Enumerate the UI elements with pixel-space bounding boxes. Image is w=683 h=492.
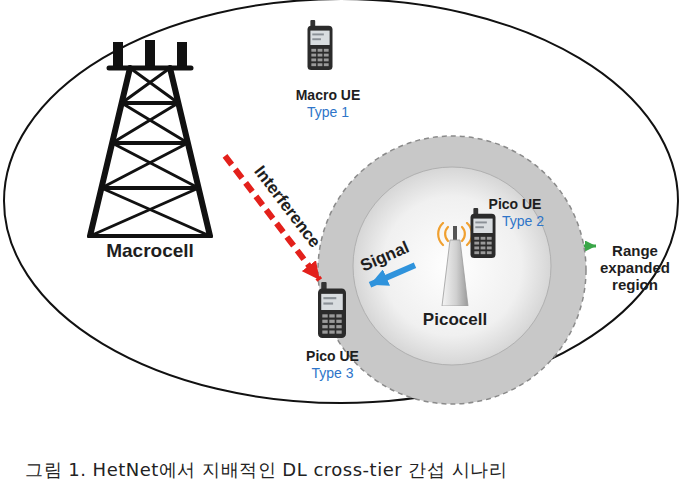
node-icon — [470, 208, 496, 258]
ue-type-label: Type 2 — [498, 213, 548, 230]
node-label: Range expanded region — [592, 242, 678, 293]
ue-type-label: Type 3 — [295, 365, 370, 382]
tower-icon — [438, 223, 472, 306]
phone-icon — [471, 208, 496, 258]
macrocell-tower: Macrocell — [75, 38, 225, 264]
phone-icon — [318, 282, 346, 338]
tower-icon — [90, 40, 210, 236]
node-icon — [318, 282, 346, 338]
node-icon — [75, 38, 225, 238]
ue-type-label: Type 1 — [288, 104, 368, 121]
pico-ue-phone: Pico UEType 2 — [468, 196, 550, 260]
node-icon — [307, 20, 333, 70]
hetnet-coverage-ellipse — [4, 0, 678, 403]
figure-caption: 그림 1. HetNet에서 지배적인 DL cross-tier 간섭 시나리 — [25, 458, 507, 482]
edge-label: Interference — [249, 162, 324, 252]
node-label: Macrocell — [75, 240, 225, 262]
phone-icon — [308, 20, 333, 70]
node-label: Pico UE — [295, 348, 370, 365]
macro-ue-phone: Macro UEType 1 — [288, 18, 368, 122]
range-expanded-circle: Range expanded regionPicocellPico UEType… — [316, 134, 588, 406]
node-label: Picocell — [415, 310, 495, 330]
pico-ue-phone: Pico UEType 3 — [295, 280, 370, 382]
node-label: Pico UE — [480, 196, 550, 213]
node-label: Macro UE — [288, 87, 368, 104]
